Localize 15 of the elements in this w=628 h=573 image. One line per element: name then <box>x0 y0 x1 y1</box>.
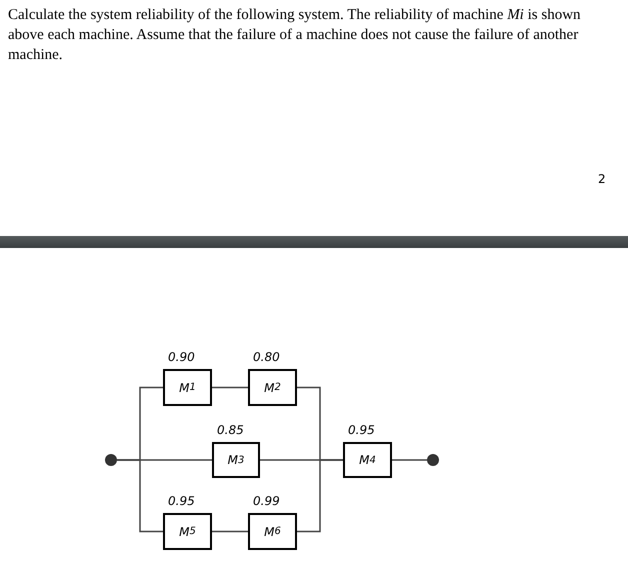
terminal-dot <box>427 454 439 466</box>
reliability-value: 0.95 <box>348 423 375 437</box>
reliability-value: 0.90 <box>168 350 195 364</box>
connector-line <box>212 530 248 532</box>
page-number: 2 <box>598 172 606 186</box>
question-text: Calculate the system reliability of the following system. The reliability of machine Mi is shown above each machine. Assume that the failure of a machine does not cause the failure of another machine. <box>8 6 582 65</box>
reliability-value: 0.80 <box>253 350 280 364</box>
reliability-value: 0.85 <box>217 423 244 437</box>
connector-line <box>392 459 427 461</box>
connector-line <box>297 459 343 532</box>
reliability-value: 0.95 <box>168 494 195 508</box>
connector-line <box>212 386 248 388</box>
terminal-dot <box>105 454 117 466</box>
reliability-value: 0.99 <box>253 494 280 508</box>
connector-line <box>117 459 163 532</box>
